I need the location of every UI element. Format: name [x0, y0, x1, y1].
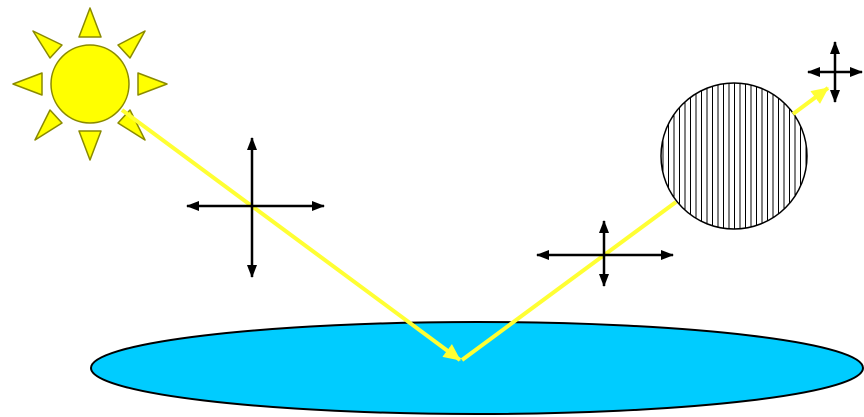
incident-polarization-arrows	[186, 137, 325, 278]
transmitted-ray	[791, 86, 830, 116]
sun-icon	[12, 7, 168, 161]
polarizing-filter	[660, 82, 808, 230]
reflected-ray	[460, 200, 678, 362]
incident-ray	[120, 108, 462, 362]
transmitted-polarization-arrows	[807, 41, 863, 103]
reflected-polarization-arrows	[536, 220, 674, 287]
water-surface	[90, 321, 864, 415]
